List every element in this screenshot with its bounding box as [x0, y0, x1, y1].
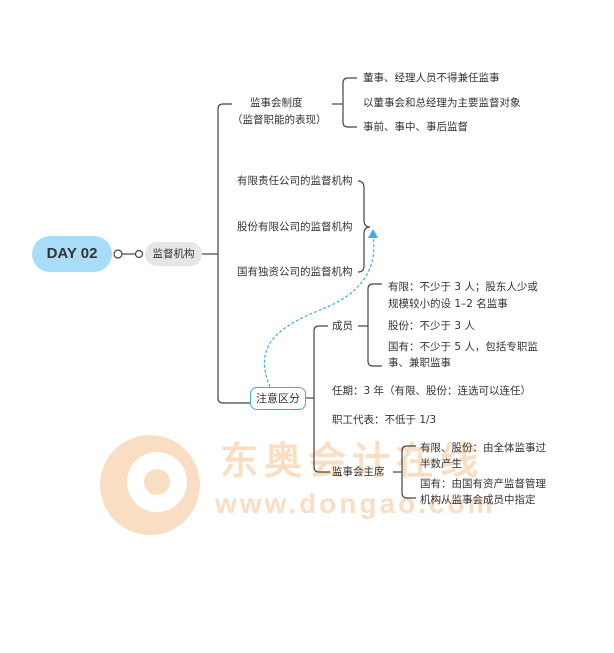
topic-node[interactable]: 监督机构 [145, 242, 202, 266]
term-node[interactable]: 任期：3 年（有限、股份：连选可以连任） [332, 385, 532, 397]
system-item[interactable]: 事前、事中、事后监督 [363, 121, 468, 133]
root-node[interactable]: DAY 02 [32, 236, 112, 272]
staff-node[interactable]: 职工代表：不低于 1/3 [332, 414, 437, 426]
chair-item[interactable]: 机构从监事会成员中指定 [420, 494, 536, 506]
member-item[interactable]: 规模较小的设 1–2 名监事 [388, 298, 508, 310]
system-item[interactable]: 以董事会和总经理为主要监督对象 [363, 97, 521, 109]
member-item[interactable]: 国有：不少于 5 人，包括专职监 [388, 341, 538, 353]
chair-item[interactable]: 国有：由国有资产监督管理 [420, 478, 546, 490]
members-node[interactable]: 成员 [332, 320, 353, 332]
system-node-line1[interactable]: 监事会制度 [250, 97, 303, 109]
member-item[interactable]: 有限：不少于 3 人；股东人少或 [388, 281, 538, 293]
body-node[interactable]: 国有独资公司的监督机构 [237, 266, 353, 278]
system-node-line2[interactable]: （监督职能的表现） [232, 114, 327, 126]
chair-item[interactable]: 半数产生 [420, 458, 462, 470]
chair-node[interactable]: 监事会主席 [332, 466, 385, 478]
body-node[interactable]: 股份有限公司的监督机构 [237, 221, 353, 233]
system-item[interactable]: 董事、经理人员不得兼任监事 [363, 72, 500, 84]
body-node[interactable]: 有限责任公司的监督机构 [237, 175, 353, 187]
chair-item[interactable]: 有限、股份：由全体监事过 [420, 442, 546, 454]
member-item[interactable]: 股份：不少于 3 人 [388, 320, 475, 332]
note-node[interactable]: 注意区分 [250, 387, 306, 410]
member-item[interactable]: 事、兼职监事 [388, 357, 451, 369]
